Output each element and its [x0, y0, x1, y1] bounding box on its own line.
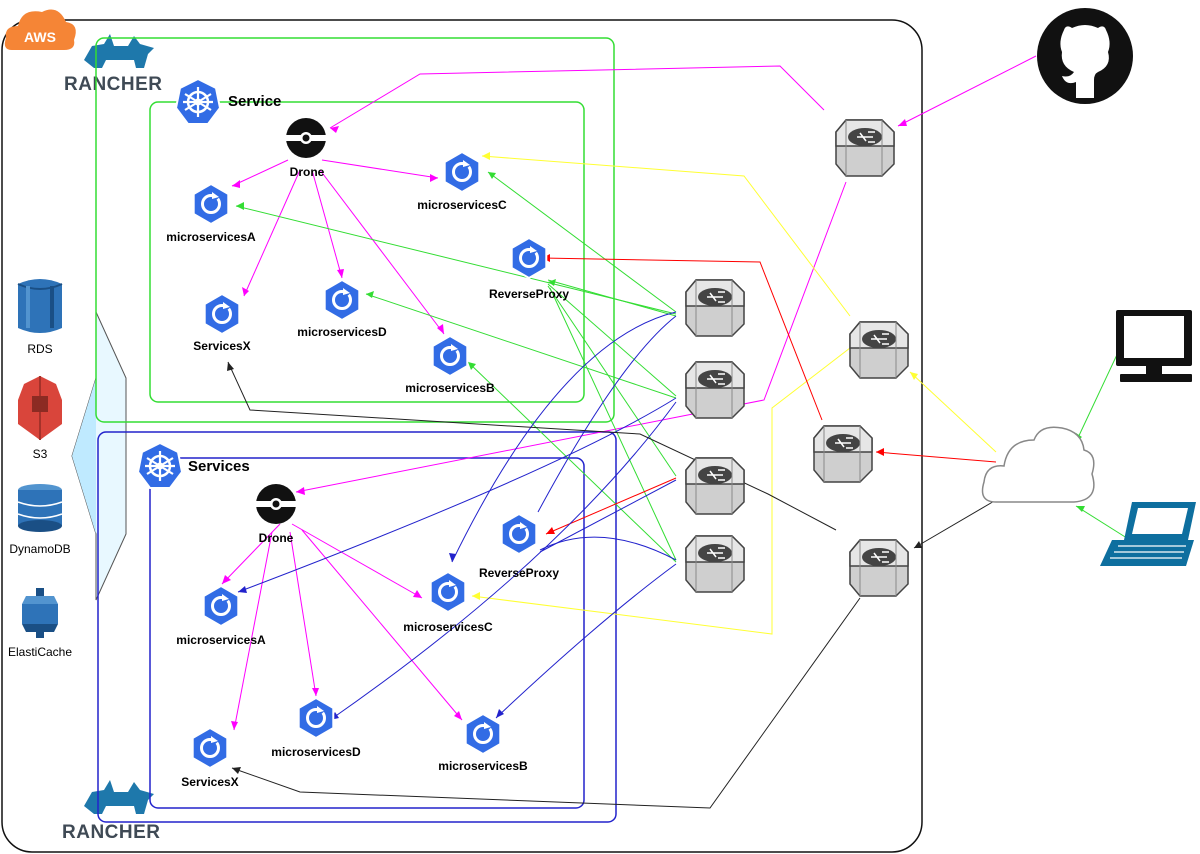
cloud-icon [981, 426, 1095, 503]
reverse-proxy-label: ReverseProxy [489, 287, 569, 301]
drone-label: Drone [290, 165, 325, 179]
rancher-logo-top: RANCHER [64, 34, 163, 95]
microservice-c-bottom[interactable]: microservicesC [403, 570, 493, 634]
microservice-icon [431, 334, 469, 378]
router-icon[interactable] [835, 119, 895, 177]
kubernetes-icon [174, 77, 222, 126]
microservice-icon [510, 236, 548, 280]
microservice-icon [192, 182, 230, 226]
aws-badge-label: AWS [24, 29, 56, 45]
services-x-label: ServicesX [193, 339, 250, 353]
rancher-cluster-bottom [97, 431, 617, 823]
aws-region-frame [1, 19, 923, 853]
drone-node-bottom[interactable]: Drone [256, 484, 296, 545]
microservice-icon [323, 278, 361, 322]
k8s-namespace-bottom [149, 457, 585, 809]
dynamodb-label: DynamoDB [9, 542, 70, 556]
router-icon[interactable] [685, 457, 745, 515]
router-icon[interactable] [685, 361, 745, 419]
microservice-icon [191, 726, 229, 770]
desktop-monitor-icon[interactable] [1116, 310, 1192, 382]
microservice-b-top[interactable]: microservicesB [405, 334, 495, 395]
aws-badge: AWS [4, 9, 76, 51]
services-x-label: ServicesX [181, 775, 238, 789]
arrowheads [222, 119, 1085, 774]
microservice-c-label: microservicesC [417, 198, 507, 212]
rancher-cluster-top [95, 37, 615, 423]
rancher-logo-bottom-text: RANCHER [62, 822, 161, 843]
router-icon[interactable] [685, 535, 745, 593]
drone-label: Drone [259, 531, 294, 545]
reverse-proxy-bottom[interactable]: ReverseProxy [479, 512, 559, 580]
microservice-d-bottom[interactable]: microservicesD [271, 696, 361, 759]
laptop-icon[interactable] [1100, 502, 1196, 566]
s3-service: S3 [18, 376, 62, 461]
router-icon[interactable] [685, 279, 745, 337]
drone-icon [256, 484, 296, 524]
router-icon[interactable] [849, 321, 909, 379]
dynamodb-icon [17, 484, 63, 532]
microservice-d-label: microservicesD [271, 745, 361, 759]
s3-label: S3 [33, 447, 48, 461]
microservice-icon [443, 150, 481, 194]
microservice-b-label: microservicesB [405, 381, 495, 395]
rancher-logo-top-text: RANCHER [64, 74, 163, 95]
microservice-b-bottom[interactable]: microservicesB [438, 712, 528, 773]
k8s-namespace-top [149, 101, 585, 403]
microservice-b-label: microservicesB [438, 759, 528, 773]
cluster-top-title: Service [228, 93, 281, 110]
elasticache-icon [22, 588, 58, 638]
kubernetes-icon [136, 441, 184, 490]
microservice-icon [297, 696, 335, 740]
rds-service: RDS [17, 279, 63, 356]
github-icon[interactable] [1037, 8, 1133, 104]
rancher-logo-bottom: RANCHER [62, 780, 161, 843]
microservice-icon [464, 712, 502, 756]
rds-label: RDS [27, 342, 52, 356]
services-x-top[interactable]: ServicesX [193, 292, 251, 353]
drone-node-top[interactable]: Drone [286, 118, 326, 179]
router-icon[interactable] [813, 425, 873, 483]
s3-icon [18, 376, 62, 440]
drone-icon [286, 118, 326, 158]
microservice-icon [202, 584, 240, 628]
dynamodb-service: DynamoDB [9, 484, 71, 556]
cluster-bottom-title: Services [188, 458, 250, 475]
reverse-proxy-top[interactable]: ReverseProxy [489, 236, 569, 301]
microservice-icon [429, 570, 467, 614]
router-icon[interactable] [849, 539, 909, 597]
reverse-proxy-label: ReverseProxy [479, 566, 559, 580]
microservice-icon [500, 512, 538, 556]
rds-icon [17, 279, 63, 333]
microservice-c-label: microservicesC [403, 620, 493, 634]
services-x-bottom[interactable]: ServicesX [181, 726, 239, 789]
microservice-a-label: microservicesA [166, 230, 256, 244]
microservice-a-top[interactable]: microservicesA [166, 182, 256, 244]
elasticache-label: ElastiCache [8, 645, 72, 659]
microservice-d-top[interactable]: microservicesD [297, 278, 387, 339]
microservice-d-label: microservicesD [297, 325, 387, 339]
microservice-icon [203, 292, 241, 336]
microservice-a-bottom[interactable]: microservicesA [176, 584, 266, 647]
microservice-c-top[interactable]: microservicesC [417, 150, 507, 212]
elasticache-service: ElastiCache [8, 588, 72, 659]
microservice-a-label: microservicesA [176, 633, 266, 647]
